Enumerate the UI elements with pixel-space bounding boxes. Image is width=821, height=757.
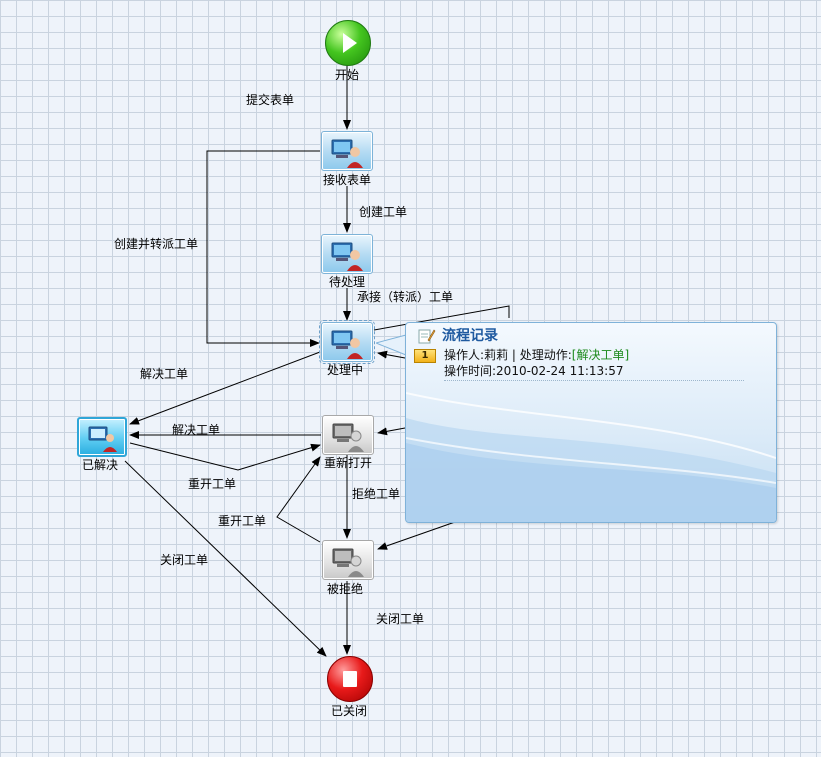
record-index-badge: 1 xyxy=(414,349,436,363)
node-rejected[interactable] xyxy=(322,540,374,580)
edge-popup-rejected xyxy=(377,521,456,550)
edge-label-submit-form: 提交表单 xyxy=(246,93,295,107)
time-value: 2010-02-24 11:13:57 xyxy=(496,364,624,378)
user-computer-icon xyxy=(319,320,375,364)
operator-name: 莉莉 xyxy=(484,348,509,362)
edge-label-reject-ticket: 拒绝工单 xyxy=(352,487,401,501)
edge-label-accept-assign: 承接（转派）工单 xyxy=(357,290,454,304)
node-label-pending: 待处理 xyxy=(329,275,366,289)
popup-title: 流程记录 xyxy=(442,328,498,344)
popup-pointer xyxy=(376,334,407,356)
record-divider xyxy=(444,380,744,381)
field-separator: | xyxy=(508,348,520,362)
node-label-start: 开始 xyxy=(335,68,360,82)
time-label: 操作时间: xyxy=(444,364,497,378)
node-label-rejected: 被拒绝 xyxy=(327,582,364,596)
user-computer-icon xyxy=(322,540,374,580)
node-closed[interactable] xyxy=(327,656,373,702)
edge-label-resolve-ticket: 解决工单 xyxy=(140,367,189,381)
action-label: 处理动作: xyxy=(519,348,572,362)
edge-label-resolve-ticket: 解决工单 xyxy=(172,423,221,437)
record-operator-line: 操作人:莉莉 | 处理动作:[解决工单] xyxy=(444,348,629,363)
node-label-reopened: 重新打开 xyxy=(324,456,373,470)
node-receive-form[interactable] xyxy=(321,131,373,171)
popup-wave-decoration xyxy=(406,392,776,522)
edge-label-reopen-ticket: 重开工单 xyxy=(188,477,237,491)
edge-resolved-reopened xyxy=(129,442,321,471)
record-time-line: 操作时间:2010-02-24 11:13:57 xyxy=(444,364,624,379)
node-resolved[interactable] xyxy=(77,417,127,457)
user-computer-icon xyxy=(321,131,373,171)
action-value: [解决工单] xyxy=(571,348,630,362)
edge-popup-processing xyxy=(377,350,406,359)
edge-label-reopen-ticket: 重开工单 xyxy=(218,514,267,528)
notepad-icon xyxy=(418,329,436,344)
edge-resolved-closed xyxy=(124,460,327,657)
edge-processing-resolved xyxy=(129,351,321,425)
edge-receive-processing xyxy=(206,150,320,347)
stop-icon xyxy=(327,656,373,702)
user-computer-icon xyxy=(321,234,373,274)
edge-label-create-and-assign: 创建并转派工单 xyxy=(114,237,199,251)
edge-label-close-ticket: 关闭工单 xyxy=(160,553,209,567)
node-pending[interactable] xyxy=(321,234,373,274)
edge-label-create-ticket: 创建工单 xyxy=(359,205,408,219)
user-computer-icon xyxy=(77,417,127,457)
user-computer-icon xyxy=(322,415,374,455)
node-label-resolved: 已解决 xyxy=(82,458,119,472)
edge-label-close-ticket: 关闭工单 xyxy=(376,612,425,626)
operator-label: 操作人: xyxy=(444,348,485,362)
node-processing[interactable] xyxy=(319,320,375,364)
process-record-popup: 流程记录 1 操作人:莉莉 | 处理动作:[解决工单] 操作时间:2010-02… xyxy=(405,322,777,523)
play-icon xyxy=(325,20,371,66)
node-label-receive-form: 接收表单 xyxy=(323,173,372,187)
edge-popup-reopened xyxy=(377,427,406,436)
node-label-processing: 处理中 xyxy=(327,363,364,377)
node-label-closed: 已关闭 xyxy=(331,704,368,718)
node-reopened[interactable] xyxy=(322,415,374,455)
node-start[interactable] xyxy=(325,20,371,66)
edge-rejected-reopened xyxy=(276,456,321,543)
